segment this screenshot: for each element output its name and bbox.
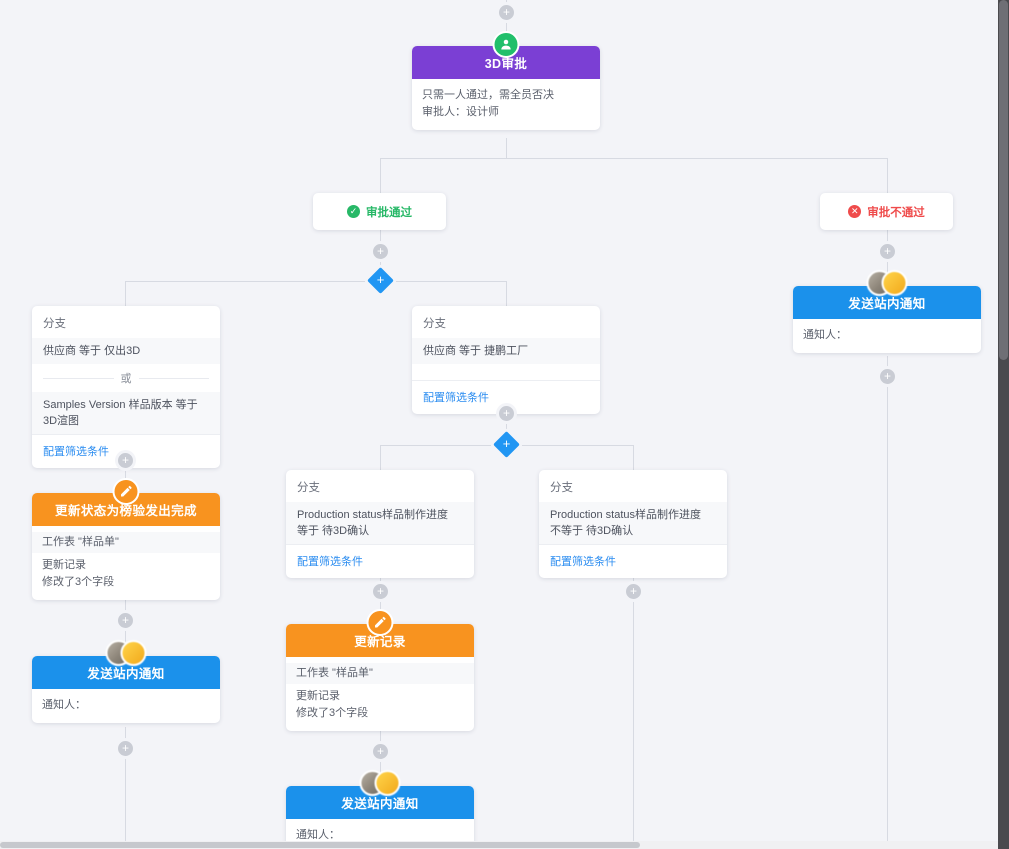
add-step-button[interactable] [118, 613, 133, 628]
node-title: 更新记录 [286, 624, 474, 657]
branch-expression: Production status样品制作进度 等于 待3D确认 [286, 502, 474, 544]
condition-approval-pass[interactable]: ✓ 审批通过 [313, 193, 446, 230]
branch-expression: Production status样品制作进度 不等于 待3D确认 [539, 502, 727, 544]
connector-line [380, 158, 381, 193]
add-step-button[interactable] [118, 741, 133, 756]
branch-production-status-equal[interactable]: 分支 Production status样品制作进度 等于 待3D确认 配置筛选… [286, 470, 474, 578]
node-notify-right[interactable]: 发送站内通知 通知人： [793, 270, 981, 353]
add-step-button[interactable] [373, 744, 388, 759]
node-detail-line: 更新记录 [42, 559, 86, 571]
node-detail-line: 修改了3个字段 [42, 576, 115, 588]
node-detail-line: 只需一人通过，需全员否决 [422, 89, 554, 101]
close-circle-icon: ✕ [848, 205, 862, 218]
node-update-record-mid[interactable]: 更新记录 工作表 "样品单" 更新记录 修改了3个字段 [286, 609, 474, 731]
configure-filter-link[interactable]: 配置筛选条件 [32, 434, 220, 468]
node-approval-3d[interactable]: 3D审批 只需一人通过，需全员否决 审批人：设计师 [412, 31, 600, 130]
node-detail-line: 审批人：设计师 [422, 106, 499, 118]
horizontal-scrollbar-thumb[interactable] [0, 842, 640, 848]
node-body: 通知人： [32, 689, 220, 723]
branch-title: 分支 [297, 482, 320, 494]
branch-expression-part: Production status样品制作进度 [550, 509, 701, 521]
avatar-group-icon [105, 640, 147, 666]
connector-line [380, 445, 381, 470]
configure-filter-link[interactable]: 配置筛选条件 [539, 544, 727, 578]
connector-line [633, 570, 634, 841]
user-approve-icon [492, 31, 520, 58]
check-circle-icon: ✓ [347, 205, 360, 218]
node-body: 只需一人通过，需全员否决 审批人：设计师 [412, 79, 600, 130]
node-notify-left[interactable]: 发送站内通知 通知人： [32, 640, 220, 723]
node-body: 工作表 "样品单" 更新记录 修改了3个字段 [32, 526, 220, 600]
connector-line [125, 727, 126, 841]
branch-factory[interactable]: 分支 供应商 等于 捷鹏工厂 配置筛选条件 [412, 306, 600, 414]
connector-line [633, 445, 634, 470]
branch-production-status-not-equal[interactable]: 分支 Production status样品制作进度 不等于 待3D确认 配置筛… [539, 470, 727, 578]
node-detail-line: 通知人： [296, 829, 340, 841]
branch-title: 分支 [43, 318, 66, 330]
node-detail-line: 通知人： [803, 329, 847, 341]
add-step-button[interactable] [880, 244, 895, 259]
node-detail-line: 修改了3个字段 [296, 707, 369, 719]
add-step-button[interactable] [880, 369, 895, 384]
configure-filter-link[interactable]: 配置筛选条件 [286, 544, 474, 578]
connector-line [506, 0, 507, 40]
branch-expression: Samples Version 样品版本 等于 3D渲图 [32, 392, 220, 434]
connector-line [506, 281, 507, 306]
branch-expression: 供应商 等于 仅出3D [32, 338, 220, 364]
connector-line [125, 281, 506, 282]
node-detail-line: 工作表 "样品单" [286, 663, 474, 684]
condition-label: 审批通过 [366, 206, 412, 219]
vertical-scrollbar[interactable] [998, 0, 1009, 849]
branch-expression-part: 不等于 待3D确认 [550, 525, 634, 537]
avatar-group-icon [866, 270, 908, 296]
condition-label: 审批不通过 [867, 206, 925, 219]
node-body: 工作表 "样品单" 更新记录 修改了3个字段 [286, 657, 474, 731]
avatar [881, 270, 908, 296]
node-body: 通知人： [793, 319, 981, 353]
avatar [120, 640, 147, 666]
add-step-button[interactable] [118, 453, 133, 468]
configure-filter-link[interactable]: 配置筛选条件 [412, 380, 600, 414]
branch-expression-part: 等于 待3D确认 [297, 525, 370, 537]
add-step-button[interactable] [373, 584, 388, 599]
node-body: 通知人： [286, 819, 474, 841]
node-title: 发送站内通知 [793, 286, 981, 319]
connector-line [887, 356, 888, 841]
branch-expression-part: Production status样品制作进度 [297, 509, 448, 521]
node-detail-line: 通知人： [42, 699, 86, 711]
avatar [374, 770, 401, 796]
add-step-button[interactable] [499, 406, 514, 421]
node-update-status-left[interactable]: 更新状态为榜验发出完成 工作表 "样品单" 更新记录 修改了3个字段 [32, 478, 220, 600]
node-detail-line: 工作表 "样品单" [32, 532, 220, 553]
branch-title: 分支 [550, 482, 573, 494]
add-step-button[interactable] [499, 5, 514, 20]
connector-line [887, 230, 888, 292]
edit-record-icon [366, 609, 394, 636]
branch-or-separator: 或 [32, 364, 220, 392]
connector-line [887, 158, 888, 193]
connector-line [506, 138, 507, 158]
add-branch-button[interactable] [367, 267, 394, 294]
avatar-group-icon [359, 770, 401, 796]
connector-line [125, 281, 126, 306]
branch-only-3d[interactable]: 分支 供应商 等于 仅出3D 或 Samples Version 样品版本 等于… [32, 306, 220, 468]
connector-line [380, 158, 887, 159]
node-notify-mid[interactable]: 发送站内通知 通知人： [286, 770, 474, 841]
branch-title: 分支 [423, 318, 446, 330]
horizontal-scrollbar[interactable] [0, 841, 998, 849]
add-branch-button[interactable] [493, 431, 520, 458]
condition-approval-fail[interactable]: ✕ 审批不通过 [820, 193, 953, 230]
branch-expression: 供应商 等于 捷鹏工厂 [412, 338, 600, 364]
vertical-scrollbar-thumb[interactable] [999, 0, 1008, 360]
add-step-button[interactable] [373, 244, 388, 259]
add-step-button[interactable] [626, 584, 641, 599]
edit-record-icon [112, 478, 140, 505]
node-detail-line: 更新记录 [296, 690, 340, 702]
